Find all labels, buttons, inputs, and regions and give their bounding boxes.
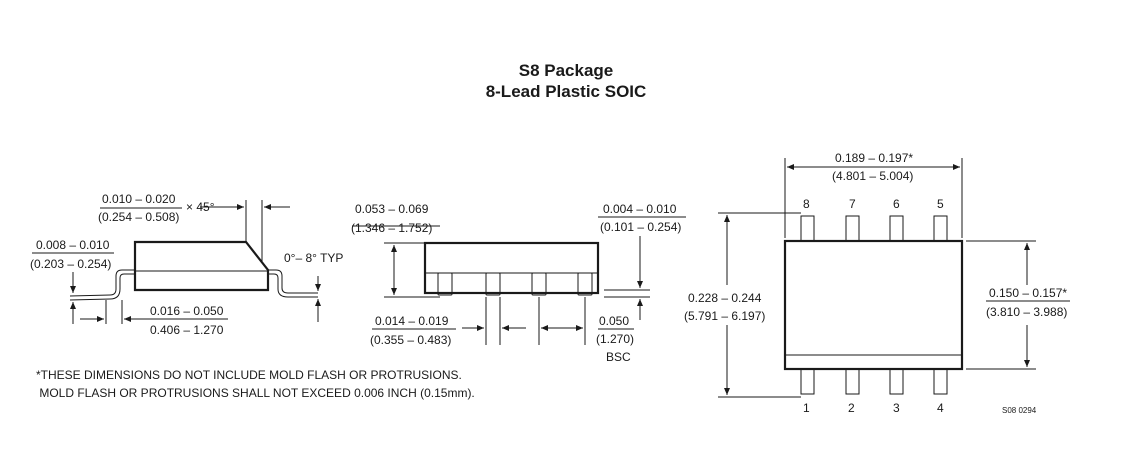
pin-2-label: 2 (848, 401, 855, 415)
pitch-inch: 0.050 (599, 314, 629, 328)
standoff-dim-inch: 0.004 – 0.010 (603, 202, 677, 216)
pin-6-label: 6 (893, 197, 900, 211)
middle-leads (437, 272, 593, 296)
foot-length-inch: 0.016 – 0.050 (150, 304, 224, 318)
width-dim-mm: (3.810 – 3.988) (986, 305, 1067, 319)
bottom-pins (800, 368, 948, 395)
pin-4-label: 4 (937, 401, 944, 415)
foot-length-mm: 0.406 – 1.270 (150, 323, 224, 337)
title-block: S8 Package 8-Lead Plastic SOIC (0, 60, 1132, 102)
chamfer-dim-suffix: × 45° (186, 200, 215, 214)
length-dim-mm: (4.801 – 5.004) (832, 169, 913, 183)
standoff-dim-mm: (0.101 – 0.254) (600, 220, 681, 234)
chamfer-dim-inch: 0.010 – 0.020 (102, 192, 176, 206)
chamfer-dim-mm: (0.254 – 0.508) (98, 210, 179, 224)
length-dim-inch: 0.189 – 0.197* (835, 151, 913, 165)
footnote: *THESE DIMENSIONS DO NOT INCLUDE MOLD FL… (36, 366, 475, 402)
side-view-middle: 0.053 – 0.069 (1.346 – 1.752) 0.004 – 0.… (351, 202, 686, 364)
lead-width-inch: 0.014 – 0.019 (375, 314, 449, 328)
left-lead-right (268, 269, 318, 294)
package-subtitle: 8-Lead Plastic SOIC (485, 82, 647, 101)
height-dim-inch: 0.053 – 0.069 (355, 202, 429, 216)
lead-thickness-mm: (0.203 – 0.254) (30, 257, 111, 271)
top-view: 8 7 6 5 1 2 3 4 0.189 – 0.197* (4.801 – … (684, 151, 1070, 415)
pitch-note: BSC (606, 350, 631, 364)
pitch-mm: (1.270) (596, 332, 634, 346)
left-body-outline (133, 240, 270, 292)
footnote-line-2: MOLD FLASH OR PROTRUSIONS SHALL NOT EXCE… (36, 386, 475, 400)
top-body-outline (783, 239, 964, 371)
pin-1-label: 1 (803, 401, 810, 415)
lead-angle: 0°– 8° TYP (284, 251, 343, 265)
span-dim-inch: 0.228 – 0.244 (688, 291, 762, 305)
drawing-code: S08 0294 (1002, 406, 1037, 415)
pin-8-label: 8 (803, 197, 810, 211)
lead-width-mm: (0.355 – 0.483) (370, 333, 451, 347)
middle-body-outline (423, 241, 600, 295)
span-dim-mm: (5.791 – 6.197) (684, 309, 765, 323)
height-dim-mm: (1.346 – 1.752) (351, 221, 432, 235)
footnote-line-1: *THESE DIMENSIONS DO NOT INCLUDE MOLD FL… (36, 368, 462, 382)
side-view-left: 0.010 – 0.020 (0.254 – 0.508) × 45° 0.00… (30, 192, 343, 337)
width-dim-inch: 0.150 – 0.157* (989, 286, 1067, 300)
package-title: S8 Package (518, 61, 614, 80)
top-pins (800, 215, 948, 242)
pin-7-label: 7 (849, 197, 856, 211)
left-lead-left (69, 269, 135, 297)
lead-thickness-inch: 0.008 – 0.010 (36, 238, 110, 252)
pin-5-label: 5 (937, 197, 944, 211)
pin-3-label: 3 (893, 401, 900, 415)
